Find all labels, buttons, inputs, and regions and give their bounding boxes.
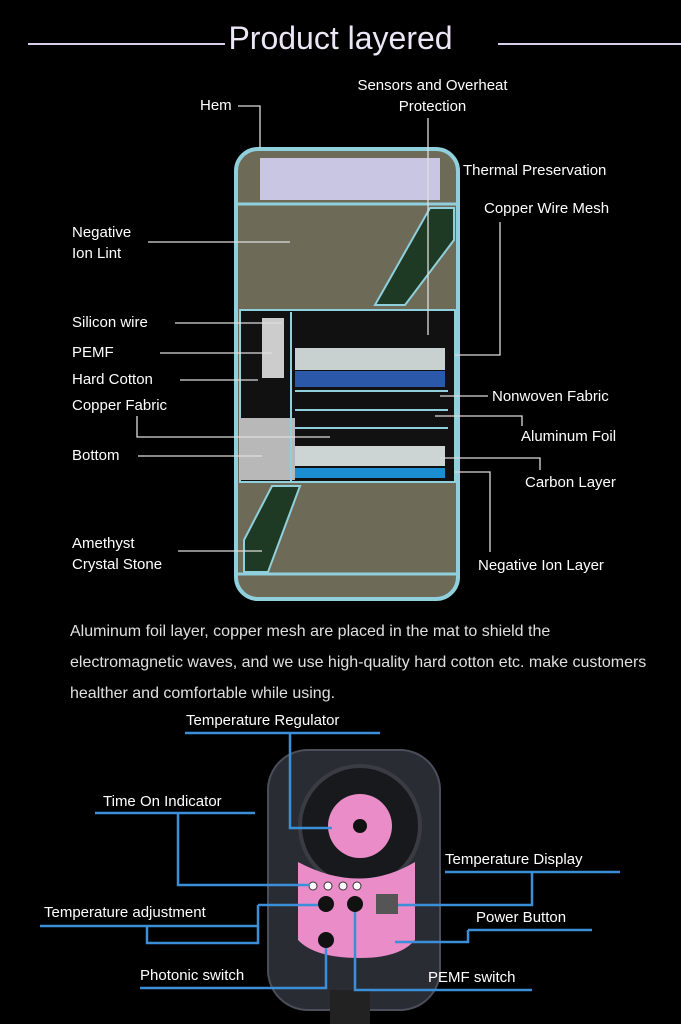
label-power-button: Power Button — [476, 909, 567, 926]
label-temperature-adjustment: Temperature adjustment — [44, 904, 206, 921]
mat-illustration — [234, 147, 460, 601]
description-text: Aluminum foil layer, copper mesh are pla… — [70, 623, 647, 702]
label-amethyst: Amethyst Crystal Stone — [72, 535, 163, 573]
label-aluminum: Aluminum Foil — [521, 428, 617, 445]
label-copper-fabric: Copper Fabric — [72, 397, 168, 414]
label-bottom: Bottom — [72, 447, 120, 464]
label-pemf-switch: PEMF switch — [428, 969, 516, 986]
label-negative-ion-layer: Negative Ion Layer — [478, 557, 604, 574]
label-carbon: Carbon Layer — [525, 474, 616, 491]
label-time-on-indicator: Time On Indicator — [103, 793, 222, 810]
label-thermal: Thermal Preservation — [463, 162, 607, 179]
label-temperature-display: Temperature Display — [445, 851, 583, 868]
label-copper-mesh: Copper Wire Mesh — [484, 200, 610, 217]
label-nonwoven: Nonwoven Fabric — [492, 388, 609, 405]
label-silicon-wire: Silicon wire — [72, 314, 148, 331]
controller-illustration — [267, 749, 441, 1024]
label-pemf: PEMF — [72, 344, 114, 361]
label-photonic-switch: Photonic switch — [140, 967, 245, 984]
page-title: Product layered — [228, 20, 453, 56]
label-negative-ion-lint: Negative Ion Lint — [72, 224, 132, 262]
label-sensors: Sensors and Overheat Protection — [357, 77, 508, 115]
label-hard-cotton: Hard Cotton — [72, 371, 153, 388]
label-temperature-regulator: Temperature Regulator — [186, 712, 340, 729]
label-hem: Hem — [200, 97, 232, 114]
